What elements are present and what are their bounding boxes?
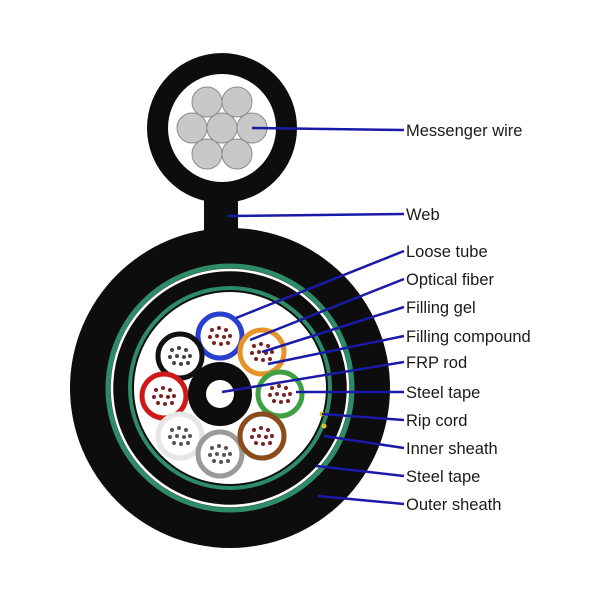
label-inner-sheath: Inner sheath	[406, 440, 498, 458]
steel-tape-outer-ring	[105, 263, 355, 513]
label-messenger-wire: Messenger wire	[406, 122, 522, 140]
messenger-wire-strands	[176, 86, 268, 170]
loose-tube-blue	[195, 311, 245, 361]
leader-line-steel-tape-outer	[315, 464, 405, 478]
steel-tape-outer-gap	[110, 268, 350, 508]
label-optical-fiber: Optical fiber	[406, 271, 495, 289]
loose-tube-brown	[237, 411, 287, 461]
label-outer-sheath: Outer sheath	[406, 496, 501, 514]
loose-tube-green	[255, 369, 305, 419]
wire-strand	[221, 138, 253, 170]
loose-tube	[237, 411, 287, 461]
leader-line-filling-compound	[267, 334, 405, 366]
labels: Messenger wire Web Loose tube Optical fi…	[406, 122, 531, 514]
optical-fibers	[168, 346, 192, 366]
optical-fibers	[152, 386, 176, 406]
loose-tube	[195, 311, 245, 361]
label-steel-tape-inner: Steel tape	[406, 384, 480, 402]
leader-line-web	[227, 212, 405, 218]
rip-cord	[321, 423, 327, 429]
wire-strand	[221, 86, 253, 118]
loose-tube-black	[155, 331, 205, 381]
label-loose-tube: Loose tube	[406, 243, 488, 261]
label-steel-tape-outer: Steel tape	[406, 468, 480, 486]
label-rip-cord: Rip cord	[406, 412, 467, 430]
optical-fibers	[268, 384, 292, 404]
label-web: Web	[406, 206, 440, 224]
leader-lines	[221, 126, 405, 506]
wire-strand	[191, 138, 223, 170]
leader-line-outer-sheath	[317, 494, 405, 506]
loose-tube	[195, 429, 245, 479]
leader-line-frp-rod	[221, 360, 405, 394]
main-cable-section	[70, 228, 390, 548]
steel-tape-inner-ring	[128, 286, 332, 490]
wire-strand	[206, 112, 238, 144]
wire-strand	[176, 112, 208, 144]
leader-line-inner-sheath	[323, 434, 405, 450]
label-filling-compound: Filling compound	[406, 328, 531, 346]
loose-tube	[155, 331, 205, 381]
loose-tube-white	[155, 411, 205, 461]
optical-fibers	[208, 326, 232, 346]
label-filling-gel: Filling gel	[406, 299, 476, 317]
messenger-wire-section	[147, 53, 297, 203]
leader-line-filling-gel	[261, 305, 405, 354]
optical-fibers	[208, 444, 232, 464]
optical-fibers	[168, 426, 192, 446]
label-frp-rod: FRP rod	[406, 354, 467, 372]
loose-tube	[255, 369, 305, 419]
leader-line-loose-tube	[235, 249, 405, 320]
frp-rod	[206, 380, 234, 408]
wire-strand	[191, 86, 223, 118]
optical-fibers	[250, 426, 274, 446]
leader-line-messenger-wire	[251, 126, 405, 132]
leader-line-optical-fiber	[249, 277, 405, 342]
loose-tube	[139, 371, 189, 421]
loose-tube	[155, 411, 205, 461]
leader-line-rip-cord	[321, 412, 405, 422]
loose-tube-red	[139, 371, 189, 421]
loose-tube-grey	[195, 429, 245, 479]
